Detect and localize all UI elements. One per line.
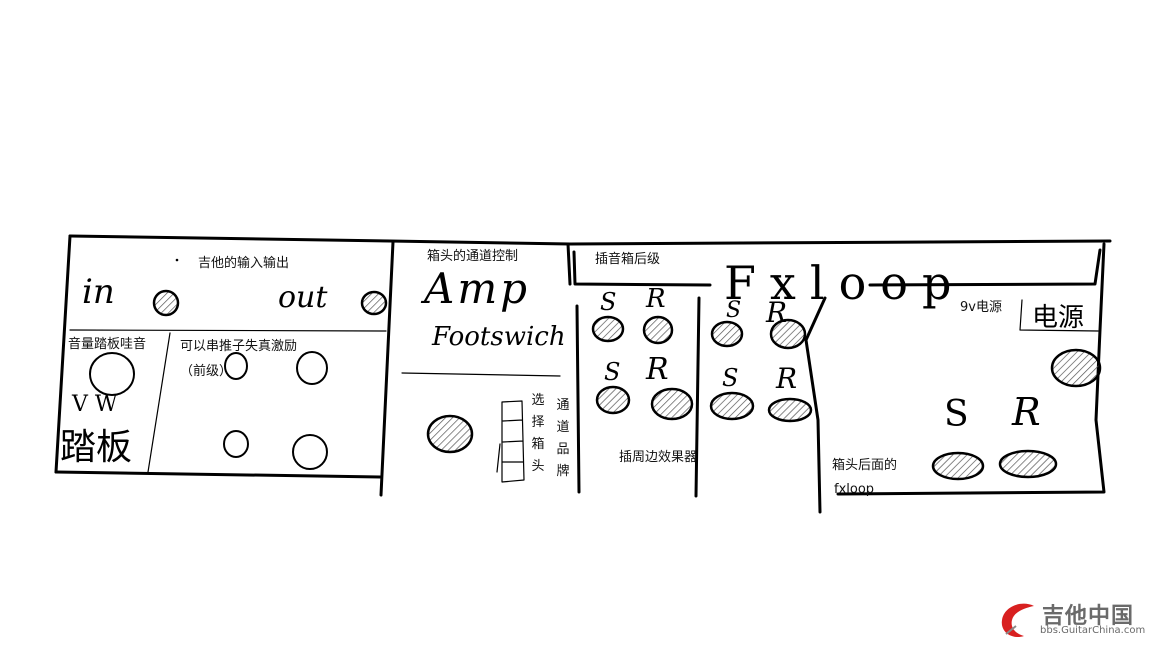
frame-bottom-edge (54, 470, 382, 479)
divider-fxloop (804, 296, 827, 514)
hand-return-fxloop: R (1012, 390, 1041, 434)
drive-knob-4-icon (292, 434, 328, 470)
divider-wah-drive (147, 332, 171, 473)
label-amp-rear: 箱头后面的 (832, 458, 898, 473)
watermark-subtitle: bbs.GuitarChina.com (1040, 625, 1146, 636)
send-jack-2-icon (595, 385, 631, 415)
hand-return-2: R (646, 352, 669, 387)
label-channel-brand: 通道品牌 (556, 398, 570, 479)
watermark-title: 吉他中国 (1042, 604, 1135, 629)
return-jack-3-icon (769, 318, 807, 350)
label-insert-effects: 插周边效果器 (619, 450, 698, 465)
divider-footswitch (401, 372, 561, 377)
power-jack-icon (1050, 348, 1102, 388)
frame-right-edge (836, 242, 1106, 496)
divider-effects (694, 296, 701, 498)
fxloop-return-jack-icon (998, 449, 1058, 479)
drive-knob-1-icon (224, 352, 248, 380)
hand-return-3: R (766, 296, 788, 329)
hand-pedal: 踏板 (60, 427, 133, 468)
label-power-9v: 9v电源 (960, 300, 1002, 315)
hand-out: out (278, 280, 328, 315)
hand-send-2: S (604, 358, 621, 386)
divider-center-panel (566, 242, 581, 494)
label-pre-stage: （前级） (180, 364, 233, 379)
hand-power: 电源 (1032, 303, 1085, 333)
return-jack-1-icon (642, 315, 674, 345)
drive-knob-2-icon (296, 351, 328, 385)
header-fxloop-band (572, 248, 1102, 287)
hand-amp: Amp (424, 264, 531, 313)
hand-send-1: S (600, 288, 617, 316)
hand-fxloop: Fxloop (724, 256, 966, 310)
hand-send-fxloop: S (944, 394, 969, 435)
wah-pedal-knob-icon (89, 352, 135, 396)
input-jack-icon (152, 289, 180, 317)
label-fxloop-lower: fxloop (834, 482, 875, 497)
hand-return-4: R (776, 362, 798, 395)
label-amp-channel-control: 箱头的通道控制 (427, 249, 519, 264)
frame-left-edge (54, 234, 72, 474)
send-jack-1-icon (591, 315, 625, 343)
label-amp-select: 选择箱头 (531, 393, 545, 474)
divider-io-row (69, 329, 387, 332)
divider-left-panel (379, 240, 395, 497)
return-jack-4-icon (767, 397, 813, 423)
output-jack-icon (360, 290, 388, 316)
label-volume-wah: 音量踏板哇音 (68, 337, 147, 352)
fxloop-send-jack-icon (931, 451, 985, 481)
hand-send-3: S (726, 298, 742, 323)
pedal-ladder (496, 400, 525, 483)
send-jack-4-icon (709, 391, 755, 421)
power-box (1019, 299, 1099, 332)
frame-top-edge (68, 234, 1112, 246)
label-amp-post-insert: 插音箱后级 (595, 252, 661, 267)
hand-vw: V W (72, 392, 118, 417)
hand-in: in (82, 272, 115, 312)
hand-return-1: R (646, 284, 666, 314)
hand-send-4: S (722, 364, 739, 392)
label-guitar-io: 吉他的输入输出 (198, 256, 290, 271)
drive-knob-3-icon (223, 430, 249, 458)
footswitch-jack-icon (426, 414, 474, 454)
watermark: 吉他中国 bbs.GuitarChina.com (996, 598, 1146, 642)
ink-dot (175, 258, 179, 262)
guitarchina-logo-icon (1001, 603, 1034, 638)
hand-footswitch: Footswich (432, 322, 566, 352)
send-jack-3-icon (710, 320, 744, 348)
return-jack-2-icon (650, 387, 694, 421)
label-chain-drive: 可以串推子失真激励 (180, 339, 298, 354)
